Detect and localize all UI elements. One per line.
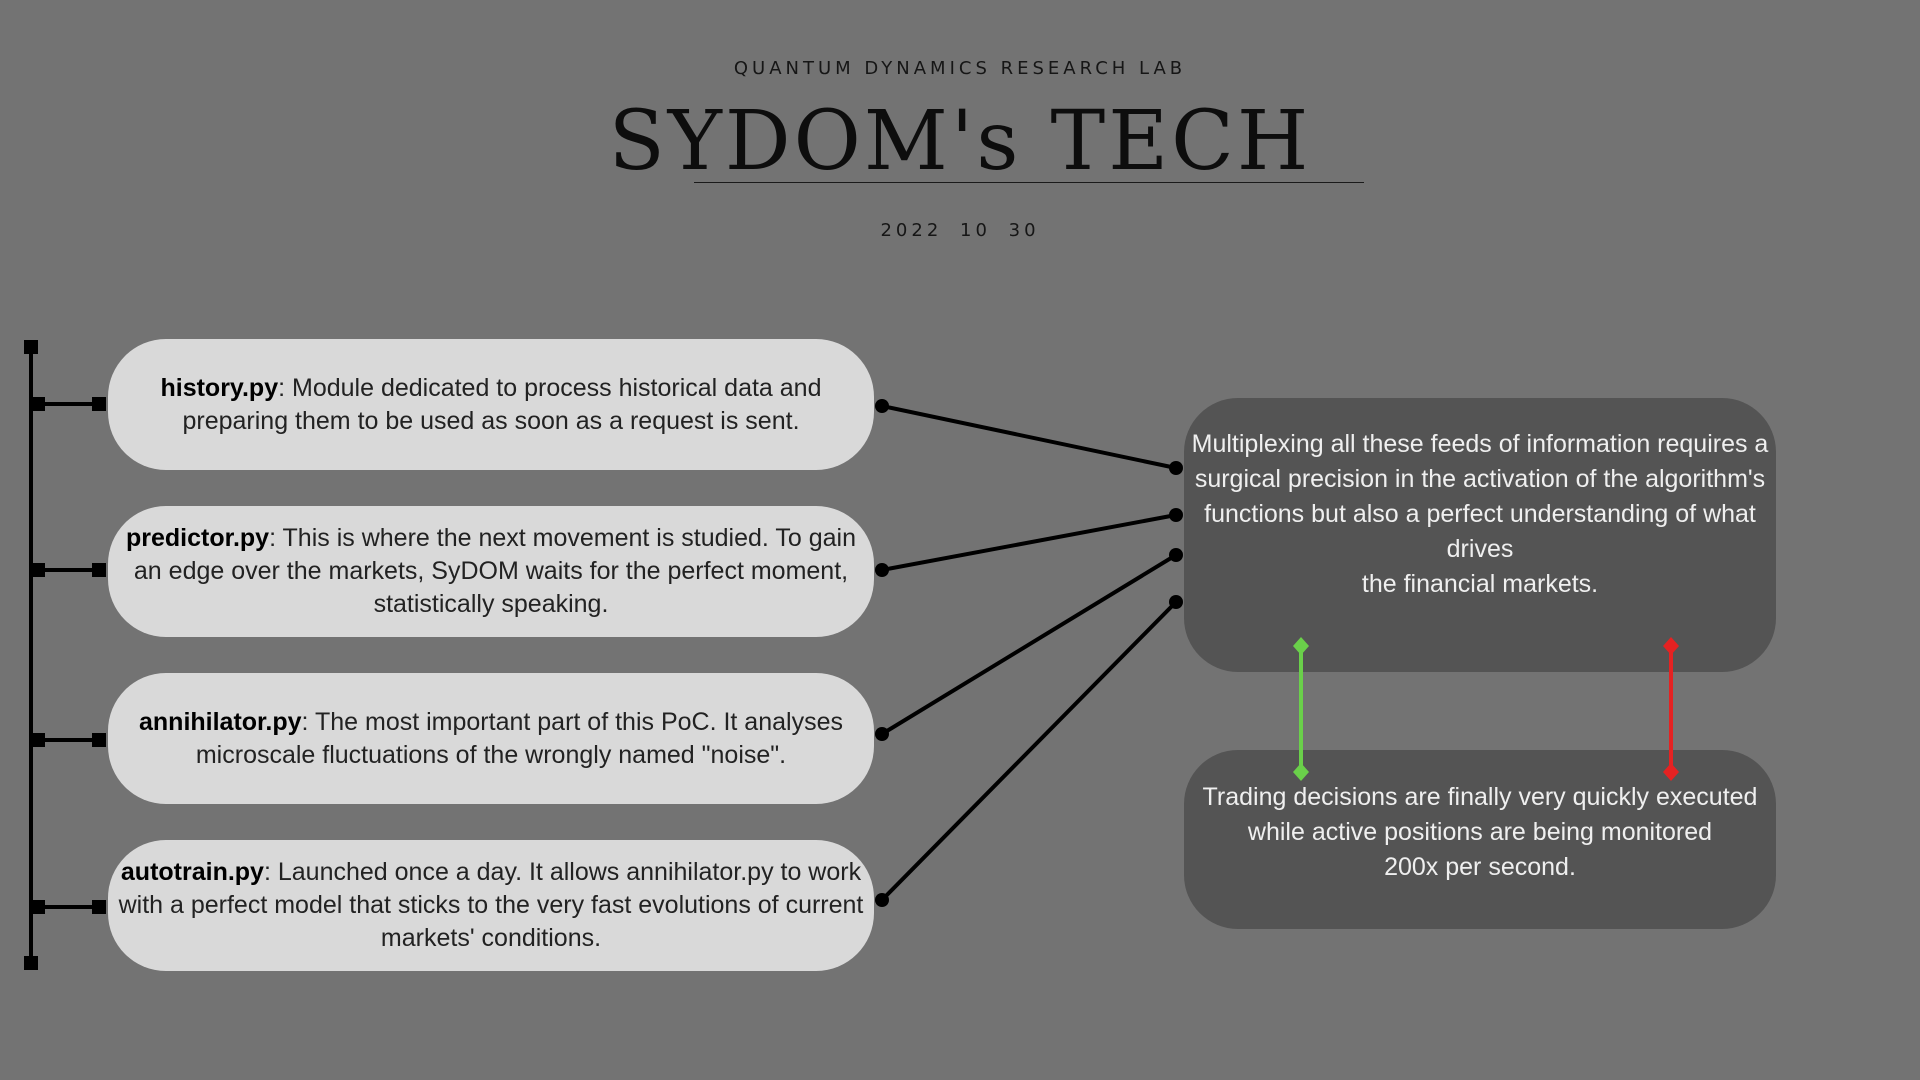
multiplex-text: Multiplexing all these feeds of informat…	[1191, 429, 1769, 598]
feed-history	[875, 399, 1183, 475]
spine-bottom-cap	[24, 956, 38, 970]
feed-predictor	[875, 508, 1183, 577]
date-label: 2022 10 30	[880, 220, 1040, 241]
multiplex-box: Multiplexing all these feeds of informat…	[1184, 398, 1776, 672]
branch-annihilator	[31, 733, 106, 747]
module-history: history.py: Module dedicated to process …	[108, 339, 874, 470]
spine-top-cap	[24, 340, 38, 354]
page-title: SYDOM's TECH	[608, 94, 1312, 189]
module-annihilator: annihilator.py: The most important part …	[108, 673, 874, 804]
execution-text: Trading decisions are finally very quick…	[1202, 783, 1758, 881]
module-predictor: predictor.py: This is where the next mov…	[108, 506, 874, 637]
module-description: : This is where the next movement is stu…	[133, 524, 856, 618]
branch-autotrain	[31, 900, 106, 914]
branch-history	[31, 397, 106, 411]
module-name: history.py	[160, 373, 279, 402]
feed-autotrain	[875, 595, 1183, 907]
lab-name: QUANTUM DYNAMICS RESEARCH LAB	[733, 58, 1187, 79]
module-description: : Launched once a day. It allows annihil…	[118, 858, 864, 952]
module-name: predictor.py	[126, 524, 270, 552]
module-name: autotrain.py	[120, 858, 264, 886]
module-description: : Module dedicated to process historical…	[182, 373, 822, 435]
execution-box: Trading decisions are finally very quick…	[1184, 750, 1776, 929]
feed-annihilator	[875, 548, 1183, 741]
module-description: : The most important part of this PoC. I…	[195, 707, 843, 769]
title-underline	[694, 182, 1364, 183]
module-autotrain: autotrain.py: Launched once a day. It al…	[108, 840, 874, 971]
module-name: annihilator.py	[139, 707, 302, 736]
branch-predictor	[31, 563, 106, 577]
